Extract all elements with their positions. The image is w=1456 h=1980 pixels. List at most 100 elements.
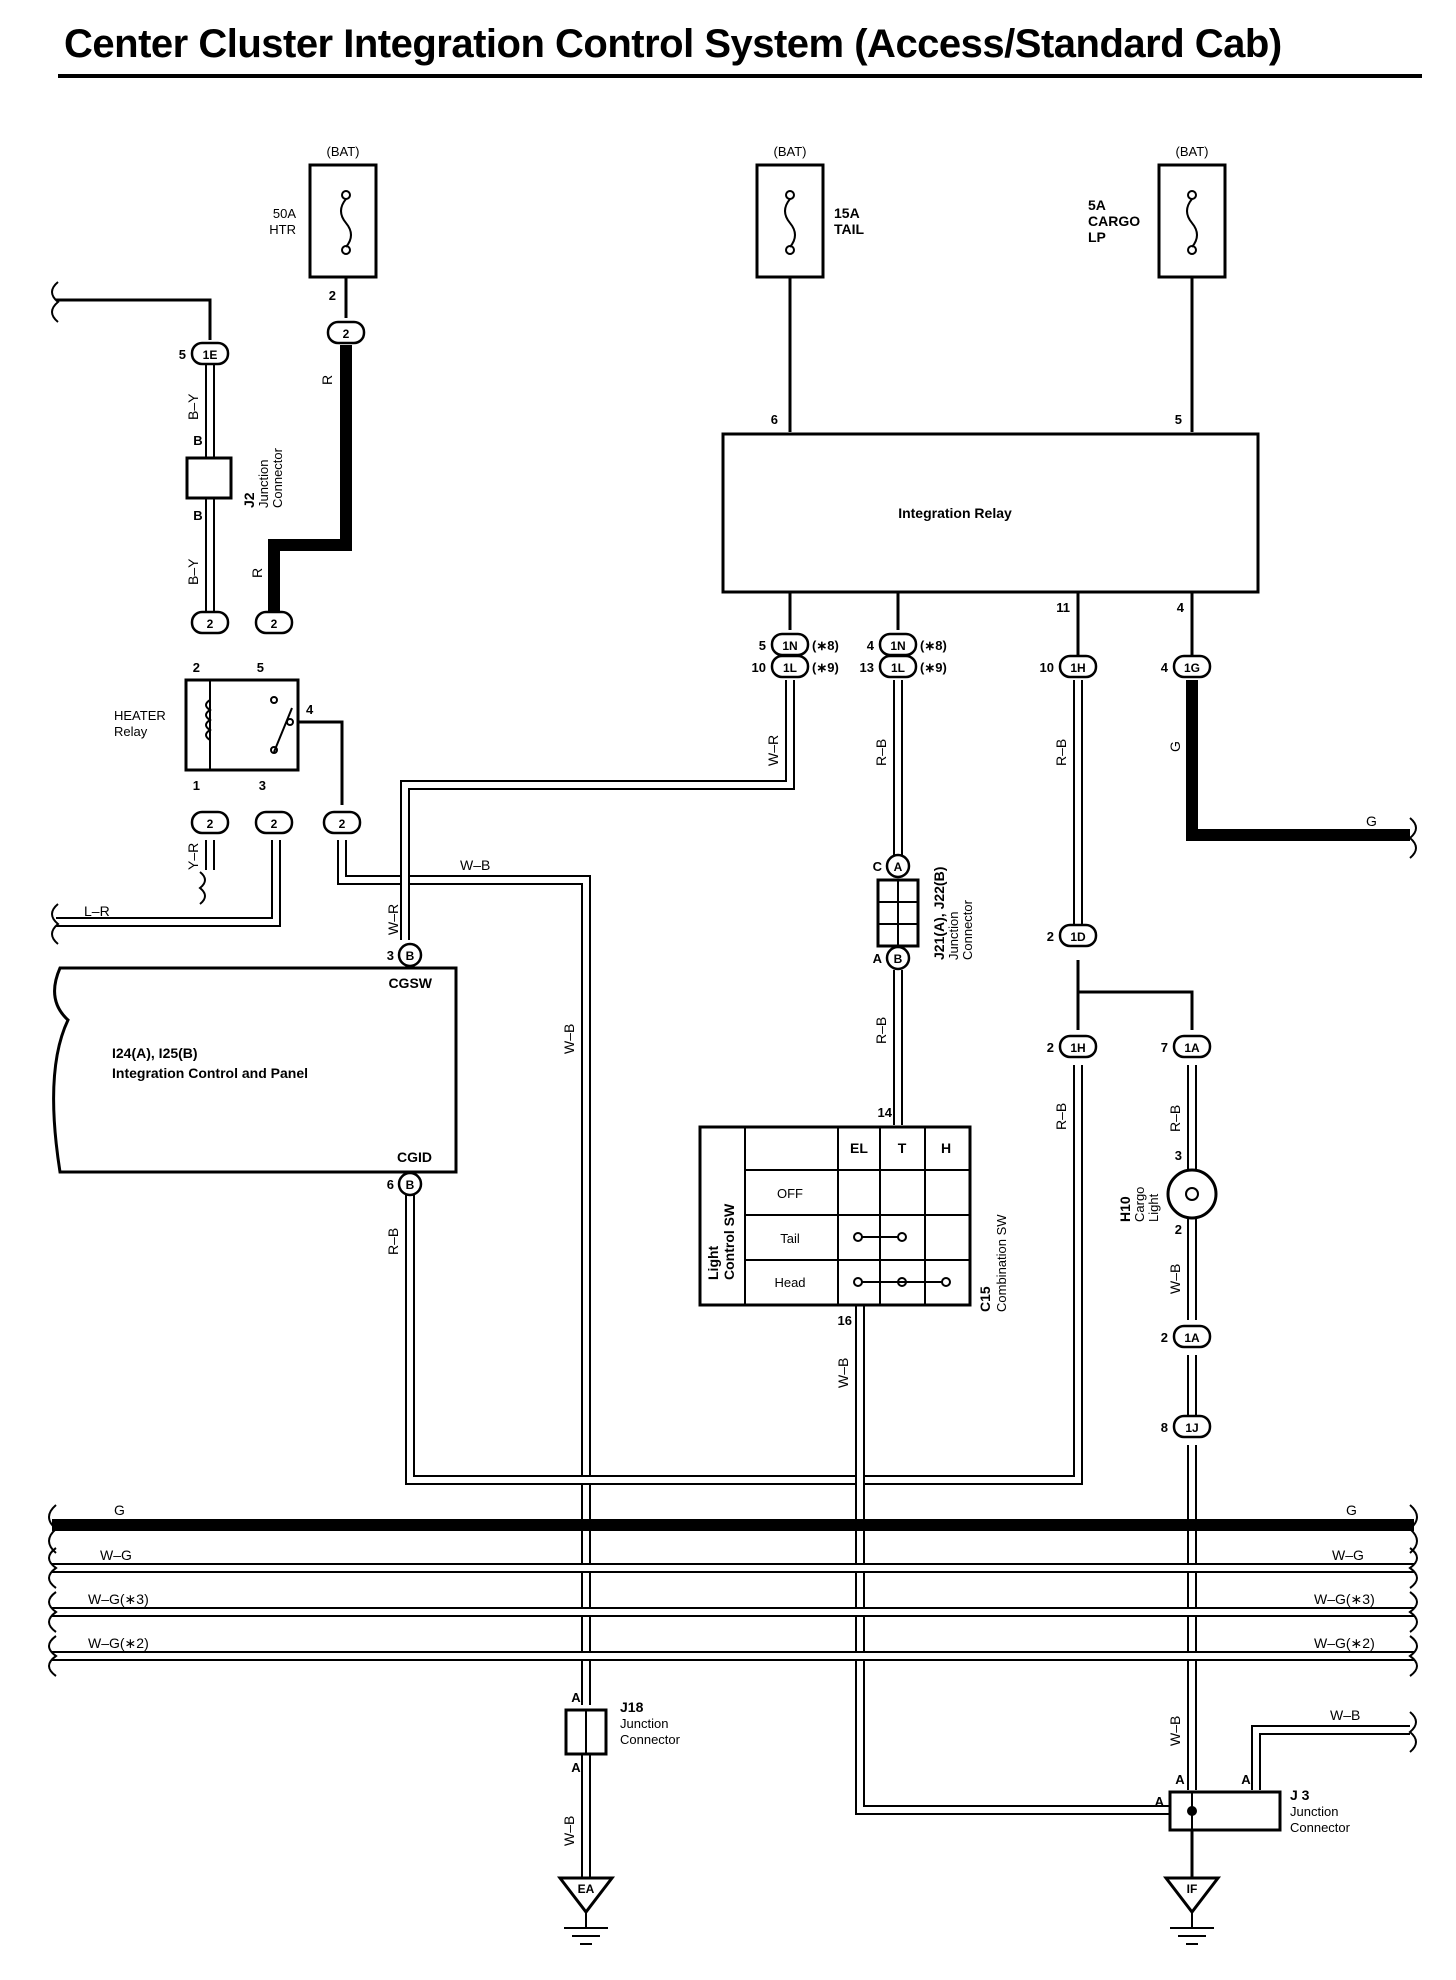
wl-wb-v1: W–B [561,1024,577,1054]
bat-label-2: (BAT) [774,144,807,159]
wire-wb-sw16 [855,1302,1172,1815]
heater-relay-2: Relay [114,724,148,739]
light-sw-2: Control SW [721,1203,737,1280]
bat-label-3: (BAT) [1176,144,1209,159]
pin-1l-10: 10 [752,660,766,675]
conn-1n-a: 1N [782,639,797,653]
connector-bubbles [190,320,1212,1439]
wl-rb-5: R–B [1167,1105,1183,1132]
sw-row-tail: Tail [780,1231,800,1246]
integration-relay-label: Integration Relay [898,505,1012,521]
wl-wb-v4: W–B [1167,1264,1183,1294]
conn-1d: 1D [1070,930,1086,944]
wl-wb-v3: W–B [835,1358,851,1388]
pin-hr-1: 1 [193,778,200,793]
wl-wr-1: W–R [765,735,781,766]
conn-1e: 1E [203,348,218,362]
conn-1l-a: 1L [783,661,797,675]
wl-rb-4: R–B [1053,1103,1069,1130]
pin-h10-3: 3 [1175,1148,1182,1163]
j18-label-1: J18 [620,1699,644,1715]
j18-box [564,1708,608,1756]
bus-g-l: G [114,1502,125,1518]
j18-label-3: Connector [620,1732,681,1747]
wire-wr-inner [402,680,793,940]
conn-2-e: 2 [339,817,346,831]
wl-yr: Y–R [185,843,201,870]
j2-label-3: Connector [270,447,285,508]
j3-label-2: Junction [1290,1804,1338,1819]
ground-ea-label: EA [578,1882,595,1896]
fuse-cargo-amp: 5A [1088,197,1106,213]
conn-2-d: 2 [271,817,278,831]
break-g-right [1408,817,1417,859]
break-lr [51,903,60,945]
conn-1a-a: 1A [1184,1041,1200,1055]
sw-col-t: T [898,1140,907,1156]
note-8-b: (∗8) [920,638,947,653]
wire-by-top [56,298,212,340]
j3-label-3: Connector [1290,1820,1351,1835]
pin-h10-2: 2 [1175,1222,1182,1237]
j18-label-2: Junction [620,1716,668,1731]
pin-hr-5: 5 [257,660,264,675]
pin-1h-10: 10 [1040,660,1054,675]
fuse-cargo-name1: CARGO [1088,213,1140,229]
combination-sw-table [698,1125,972,1307]
wl-wb-h2: W–B [1330,1707,1360,1723]
pin-1n-4: 4 [867,638,875,653]
pin-j3-a3: A [1155,1794,1165,1809]
panel-label-1: I24(A), I25(B) [112,1045,198,1061]
wire-wr [400,680,795,940]
pin-ir-4: 4 [1177,600,1185,615]
fuse-htr-name: HTR [269,222,296,237]
conn-j21-a: A [894,860,903,874]
heater-relay-1: HEATER [114,708,166,723]
pin-1h-2: 2 [1047,1040,1054,1055]
sw-col-h: H [941,1140,951,1156]
sw-col-el: EL [850,1140,868,1156]
page-title: Center Cluster Integration Control Syste… [64,22,1282,66]
wl-rb-2: R–B [873,1017,889,1044]
conn-1h-b: 1H [1070,1041,1085,1055]
pin-j2-b1: B [193,433,202,448]
conn-j21-b: B [894,952,903,966]
wl-by-2: B–Y [185,558,201,585]
bat-label-1: (BAT) [327,144,360,159]
pin-htr-2: 2 [329,288,336,303]
wl-by-1: B–Y [185,393,201,420]
wl-wb-v2: W–B [561,1816,577,1846]
cargo-light [1166,1168,1218,1220]
wire-rb-loop-inner [407,1065,1081,1483]
wire-wb-right-inner [1253,1727,1410,1790]
fuse-cargo [1157,163,1227,279]
wl-lr: L–R [84,903,110,919]
wire-layer [56,278,1410,1878]
pin-j18-a2: A [571,1760,581,1775]
integration-relay-box [721,432,1260,594]
bus-g-r: G [1346,1502,1357,1518]
note-9-a: (∗9) [812,660,839,675]
j2-box [185,456,233,500]
pin-cgid-6: 6 [387,1177,394,1192]
pin-sw-16: 16 [838,1313,852,1328]
pin-sw-14: 14 [878,1105,893,1120]
wl-wb-h1: W–B [460,857,490,873]
pin-1g-4: 4 [1161,660,1169,675]
ground-if-label: IF [1187,1882,1198,1896]
pin-hr-2: 2 [193,660,200,675]
j3-label-1: J 3 [1290,1787,1310,1803]
bus-layer [48,281,1418,1753]
j21-box [876,878,920,948]
title-rule [58,74,1422,78]
conn-1h-a: 1H [1070,661,1085,675]
note-9-b: (∗9) [920,660,947,675]
wl-rb-1: R–B [873,739,889,766]
bus-wg-r: W–G [1332,1547,1364,1563]
pin-1l-13: 13 [860,660,874,675]
h10-label-1: H10 [1117,1196,1133,1222]
wl-r-2: R [249,568,265,578]
pin-hr-4: 4 [306,702,314,717]
note-8-a: (∗8) [812,638,839,653]
j2-label-1: J2 [241,492,257,508]
